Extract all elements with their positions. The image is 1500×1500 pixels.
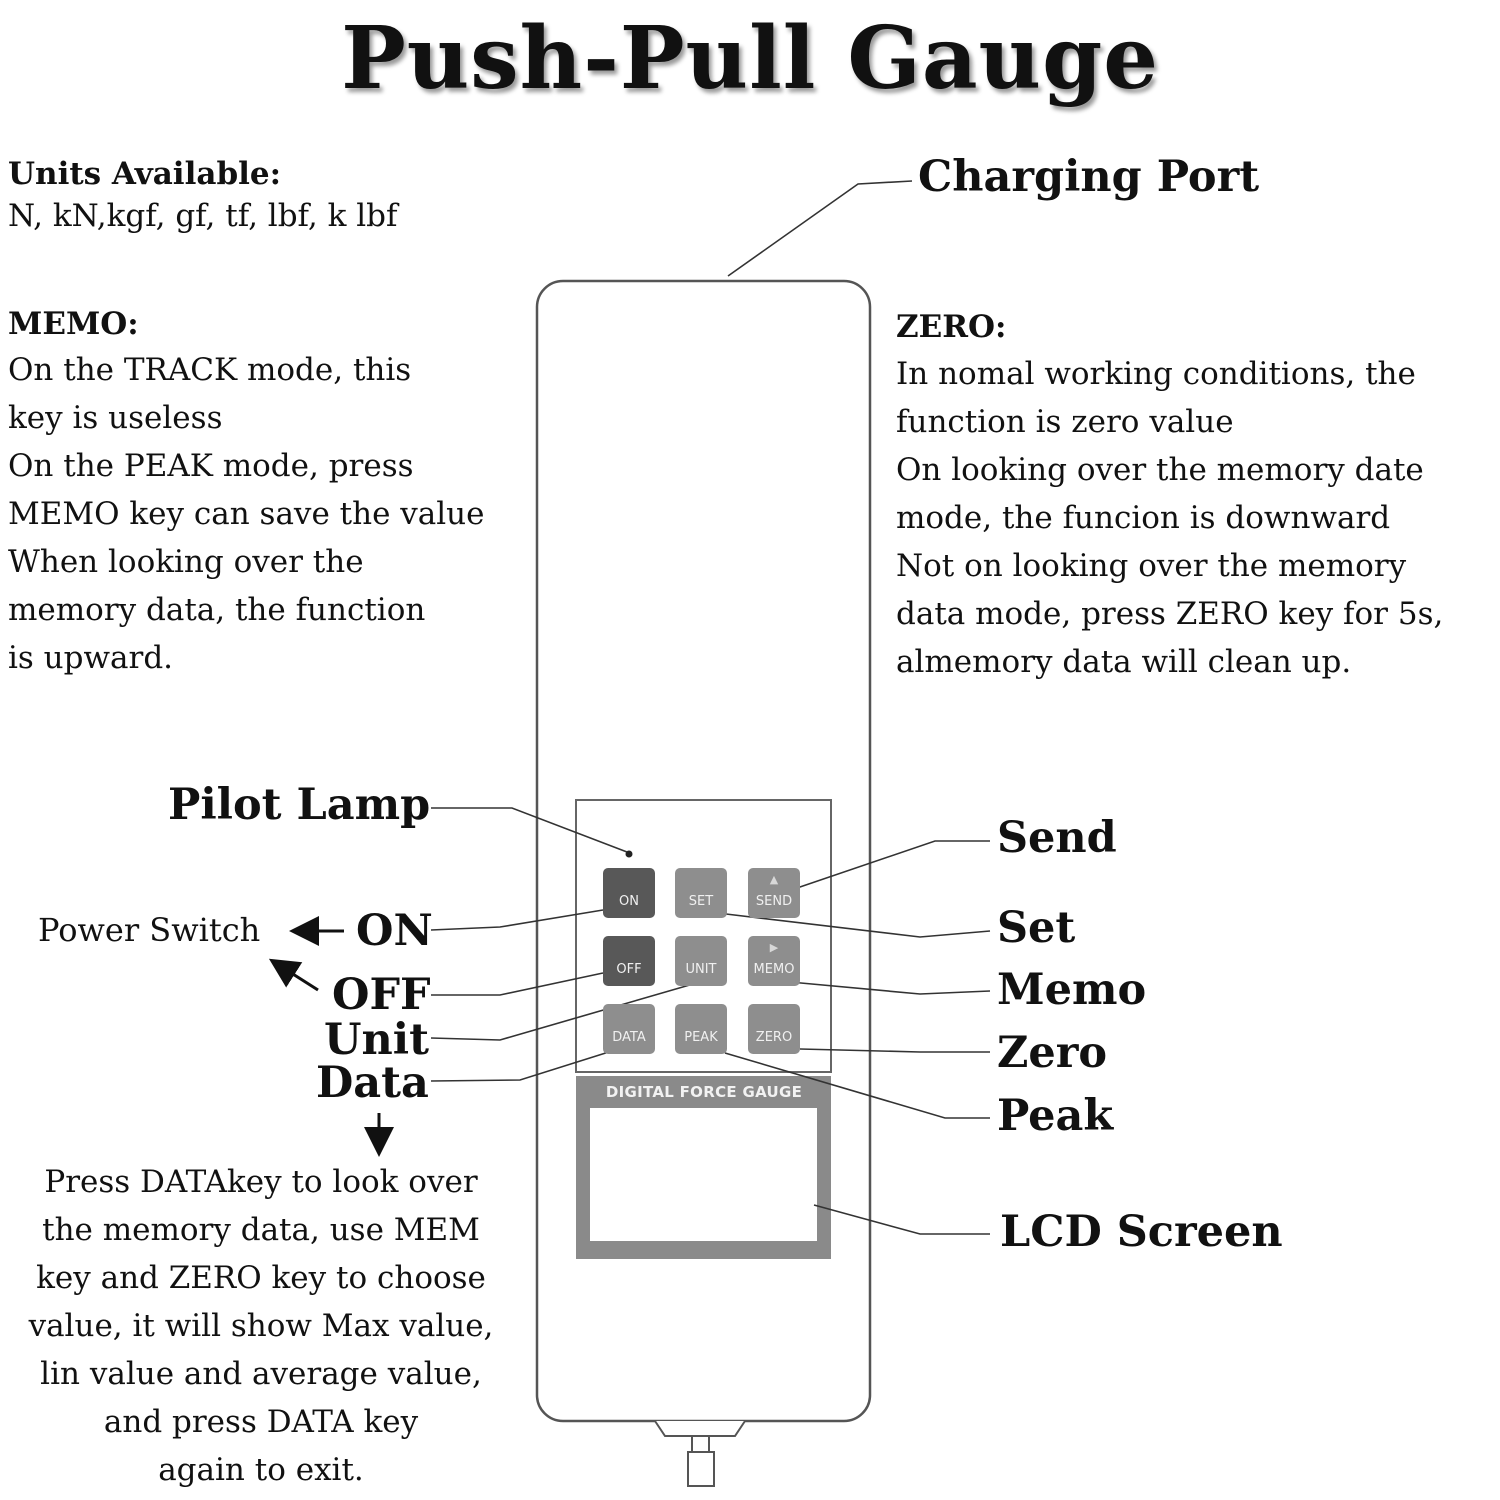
leader-send: [796, 840, 990, 889]
zero-key[interactable]: ZERO: [748, 1004, 800, 1054]
data-note-line: Press DATAkey to look over: [44, 1164, 478, 1200]
power-switch-arrow-off: [268, 958, 319, 992]
leader-data: [430, 1050, 613, 1082]
data-note-line: again to exit.: [158, 1452, 364, 1488]
memo-label: Memo: [997, 965, 1147, 1015]
zero-line: Not on looking over the memory: [896, 548, 1407, 584]
data-label: Data: [316, 1058, 429, 1108]
zero-line: In nomal working conditions, the: [896, 356, 1416, 392]
memo-heading: MEMO:: [8, 306, 139, 342]
zero-line: data mode, press ZERO key for 5s,: [896, 596, 1444, 632]
units-heading: Units Available:: [8, 156, 282, 192]
up-triangle-icon: ▲: [769, 873, 779, 886]
memo-line: key is useless: [8, 400, 223, 436]
set-key[interactable]: SET: [675, 868, 727, 918]
peak-label: Peak: [997, 1091, 1114, 1141]
unit-key[interactable]: UNIT: [675, 936, 727, 986]
power-switch-label: Power Switch: [38, 911, 261, 949]
send-label: Send: [997, 813, 1117, 863]
off-label: OFF: [332, 970, 431, 1020]
right-triangle-icon: ▶: [769, 941, 779, 954]
peak-key[interactable]: PEAK: [675, 1004, 727, 1054]
data-key[interactable]: DATA: [603, 1004, 655, 1054]
zero-heading: ZERO:: [896, 309, 1007, 345]
leader-set: [725, 913, 991, 938]
zero-line: mode, the funcion is downward: [896, 500, 1391, 536]
send-key[interactable]: ▲SEND: [748, 868, 800, 918]
on-key[interactable]: ON: [603, 868, 655, 918]
data-note: Press DATAkey to look over the memory da…: [0, 1158, 522, 1494]
lcd-screen-label: LCD Screen: [1000, 1207, 1283, 1257]
force-shaft-connector: [654, 1420, 746, 1487]
memo-description: On the TRACK mode, this key is useless O…: [8, 346, 485, 682]
leader-zero: [799, 1048, 990, 1053]
memo-line: is upward.: [8, 640, 174, 676]
data-note-line: value, it will show Max value,: [28, 1308, 494, 1344]
page-title: Push-Pull Gauge: [341, 8, 1159, 109]
leader-memo: [789, 981, 991, 995]
zero-label: Zero: [997, 1028, 1108, 1078]
leader-pilot-lamp: [431, 807, 628, 853]
off-key[interactable]: OFF: [603, 936, 655, 986]
data-note-line: the memory data, use MEM: [42, 1212, 480, 1248]
data-note-line: key and ZERO key to choose: [36, 1260, 486, 1296]
memo-key[interactable]: ▶MEMO: [748, 936, 800, 986]
data-note-line: and press DATA key: [103, 1404, 419, 1440]
memo-line: memory data, the function: [8, 592, 426, 628]
on-label: ON: [356, 906, 433, 956]
zero-line: almemory data will clean up.: [896, 644, 1352, 680]
pilot-lamp-dot: [625, 850, 633, 858]
set-label: Set: [997, 903, 1076, 953]
leader-on: [430, 909, 604, 931]
leader-charging-port: [727, 180, 913, 277]
leader-peak: [724, 1052, 990, 1119]
leader-lcd: [813, 1204, 990, 1235]
zero-description: In nomal working conditions, the functio…: [896, 350, 1443, 686]
lcd-panel-label: DIGITAL FORCE GAUGE: [605, 1083, 803, 1101]
units-list: N, kN,kgf, gf, tf, lbf, k lbf: [8, 198, 398, 234]
memo-line: On the TRACK mode, this: [8, 352, 412, 388]
zero-line: On looking over the memory date: [896, 452, 1424, 488]
leader-unit: [430, 981, 701, 1041]
charging-port-label: Charging Port: [918, 152, 1260, 202]
leader-off: [431, 972, 604, 996]
unit-label: Unit: [324, 1015, 429, 1065]
memo-line: On the PEAK mode, press: [8, 448, 414, 484]
zero-line: function is zero value: [896, 404, 1234, 440]
memo-line: When looking over the: [8, 544, 364, 580]
pilot-lamp-label: Pilot Lamp: [168, 780, 431, 830]
lcd-screen: [590, 1108, 817, 1241]
data-note-line: lin value and average value,: [40, 1356, 482, 1392]
memo-line: MEMO key can save the value: [8, 496, 485, 532]
